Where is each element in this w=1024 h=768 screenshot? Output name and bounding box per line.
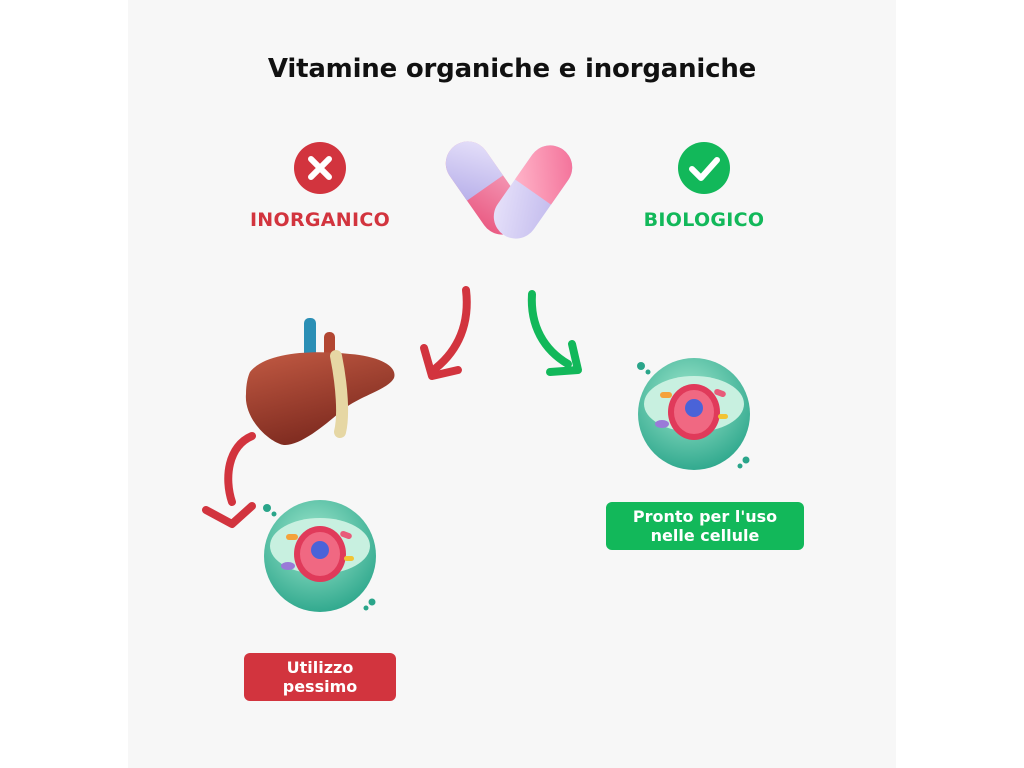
organic-label: BIOLOGICO bbox=[643, 209, 765, 231]
capsules-icon bbox=[445, 141, 573, 239]
page-title: Vitamine organiche e inorganiche bbox=[267, 54, 757, 84]
good-outcome-badge: Pronto per l'uso nelle cellule bbox=[606, 502, 804, 550]
arrow-liver-to-cell-icon bbox=[202, 432, 256, 528]
arrow-to-cell-icon bbox=[527, 290, 582, 376]
liver-icon bbox=[245, 318, 395, 446]
cell-icon bbox=[263, 500, 376, 612]
check-circle-icon bbox=[678, 142, 730, 194]
arrow-to-liver-icon bbox=[420, 286, 471, 380]
infographic-panel: Vitamine organiche e inorganiche INORGAN… bbox=[128, 0, 896, 768]
cell-icon bbox=[637, 358, 750, 470]
bad-outcome-badge: Utilizzo pessimo bbox=[244, 653, 396, 701]
x-circle-icon bbox=[294, 142, 346, 194]
inorganic-label: INORGANICO bbox=[249, 209, 391, 231]
